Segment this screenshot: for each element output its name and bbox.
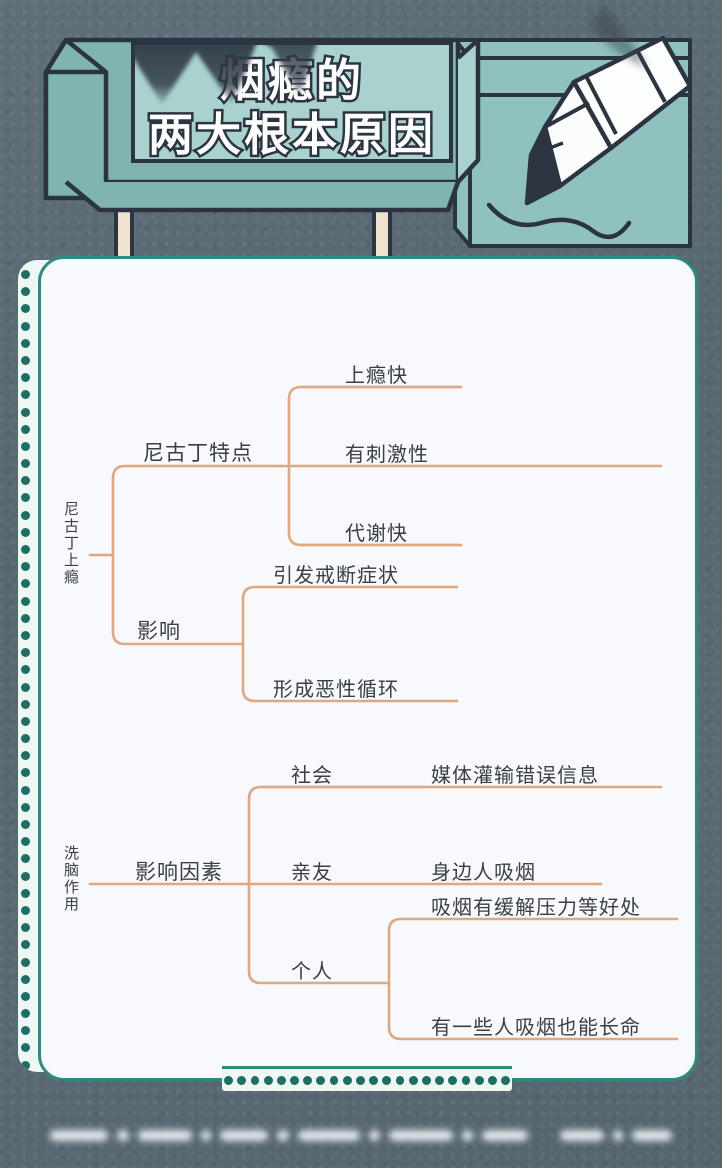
perforation-dot [21, 1060, 30, 1070]
perforation-dot [276, 1075, 286, 1085]
perforation-dot [250, 1075, 260, 1085]
perforation-dot [369, 1075, 378, 1085]
mindmap-leaf-personal[interactable]: 个人 [291, 961, 333, 983]
perforation-dot [356, 1075, 365, 1085]
smudge-shadow [590, 6, 648, 68]
mindmap-detail-some-live-long[interactable]: 有一些人吸烟也能长命 [431, 1017, 641, 1039]
squiggle-line-icon [486, 202, 632, 240]
perforation-dot [303, 1075, 313, 1085]
perforation-dot [421, 1075, 431, 1085]
perforation-dot [21, 854, 30, 864]
mindmap-leaf-friends-family[interactable]: 亲友 [291, 862, 333, 884]
perforation-dot [21, 1043, 30, 1053]
perforation-dot [21, 459, 30, 469]
perforation-dot [21, 355, 30, 365]
mindmap-node-influence-factors[interactable]: 影响因素 [135, 861, 223, 884]
perforation-dot [21, 527, 30, 537]
header-title-line2: 两大根本原因 [148, 109, 436, 160]
mindmap-detail-media-misinformation[interactable]: 媒体灌输错误信息 [431, 765, 599, 787]
perforation-dot [21, 888, 30, 898]
header-illustration: 烟瘾的 两大根本原因 [0, 0, 722, 268]
perforation-dot [21, 837, 30, 847]
perforation-dot [21, 493, 30, 503]
perforation-dot [21, 441, 30, 451]
perforation-dot [395, 1075, 405, 1085]
perforation-dot [21, 545, 30, 554]
perforation-dot [448, 1075, 458, 1085]
perforation-dot [21, 991, 30, 1001]
perforation-dot [21, 338, 30, 348]
perforation-dot [21, 579, 30, 589]
perforation-dot [461, 1075, 471, 1085]
perforation-dot [21, 373, 30, 383]
content-card: 尼古丁上瘾 尼古丁特点 上瘾快 有刺激性 代谢快 影响 引发戒断症状 形成恶性循… [38, 256, 698, 1081]
perforation-dot [21, 407, 30, 417]
perforation-dot [21, 390, 30, 400]
perforation-dot [21, 785, 30, 795]
perforation-dot [21, 940, 30, 950]
perforation-dot [21, 287, 30, 297]
perforation-dot [263, 1075, 273, 1085]
perforation-dot [21, 974, 30, 984]
perforation-dot [21, 802, 30, 812]
perforation-dot [21, 768, 30, 778]
perforation-dot [329, 1075, 339, 1085]
perforation-dot [21, 871, 30, 881]
perforation-dot [21, 270, 30, 279]
mindmap-node-effects[interactable]: 影响 [137, 620, 181, 643]
perforation-dot [474, 1075, 484, 1085]
perforation-dot [21, 820, 30, 829]
perforation-dot [21, 424, 30, 434]
perforation-dot [21, 682, 30, 692]
perforation-dot [237, 1075, 247, 1085]
perforation-dot [21, 923, 30, 933]
perforation-dot [21, 905, 30, 915]
perforation-dot [21, 699, 30, 709]
mindmap-detail-stress-relief[interactable]: 吸烟有缓解压力等好处 [431, 897, 641, 919]
perforation-dot [408, 1075, 418, 1085]
perforation-dot [21, 957, 30, 967]
perforation-dot [290, 1075, 299, 1085]
perforation-dot [501, 1075, 510, 1085]
occlusion-smear [133, 43, 318, 104]
perforation-dot [382, 1075, 392, 1085]
perforation-dot [21, 716, 30, 726]
perforation-dot [21, 751, 30, 761]
mindmap-root-1[interactable]: 尼古丁上瘾 [63, 501, 79, 586]
mindmap-leaf-addictive-fast[interactable]: 上瘾快 [345, 365, 408, 387]
perforation-dot [21, 665, 30, 675]
perforation-dot [342, 1075, 352, 1085]
perforation-dot [21, 321, 30, 331]
mindmap-leaf-vicious-cycle[interactable]: 形成恶性循环 [273, 679, 399, 701]
mindmap-leaf-society[interactable]: 社会 [291, 765, 333, 787]
perforation-dot [435, 1075, 444, 1085]
perforation-dot [316, 1075, 326, 1085]
perforation-dot [21, 734, 30, 744]
perforation-dot [21, 510, 30, 520]
perforation-dot [487, 1075, 497, 1085]
mindmap-leaf-fast-metabolism[interactable]: 代谢快 [345, 523, 408, 545]
content-card-wrapper: 尼古丁上瘾 尼古丁特点 上瘾快 有刺激性 代谢快 影响 引发戒断症状 形成恶性循… [18, 256, 698, 1091]
perforation-dot [21, 630, 30, 640]
perforation-dot [21, 476, 30, 486]
perforation-dot [21, 1026, 30, 1036]
mindmap-root-2[interactable]: 洗脑作用 [63, 845, 79, 913]
perforation-dot [21, 613, 30, 623]
mindmap-connectors [88, 385, 679, 1041]
perforated-strip-bottom [222, 1066, 512, 1091]
mindmap-detail-people-around-smoke[interactable]: 身边人吸烟 [431, 862, 536, 884]
mindmap-node-nicotine-traits[interactable]: 尼古丁特点 [143, 442, 253, 465]
perforation-dot [224, 1075, 233, 1085]
mindmap-leaf-withdrawal[interactable]: 引发戒断症状 [273, 565, 399, 587]
perforation-dot [21, 562, 30, 572]
perforation-dot [21, 648, 30, 658]
mindmap-leaf-stimulating[interactable]: 有刺激性 [345, 444, 429, 466]
perforation-dot [21, 596, 30, 606]
footer-caption-blurred [0, 1118, 722, 1152]
perforation-dot [21, 304, 30, 314]
perforation-dot [21, 1009, 30, 1019]
mindmap: 尼古丁上瘾 尼古丁特点 上瘾快 有刺激性 代谢快 影响 引发戒断症状 形成恶性循… [41, 259, 695, 1078]
